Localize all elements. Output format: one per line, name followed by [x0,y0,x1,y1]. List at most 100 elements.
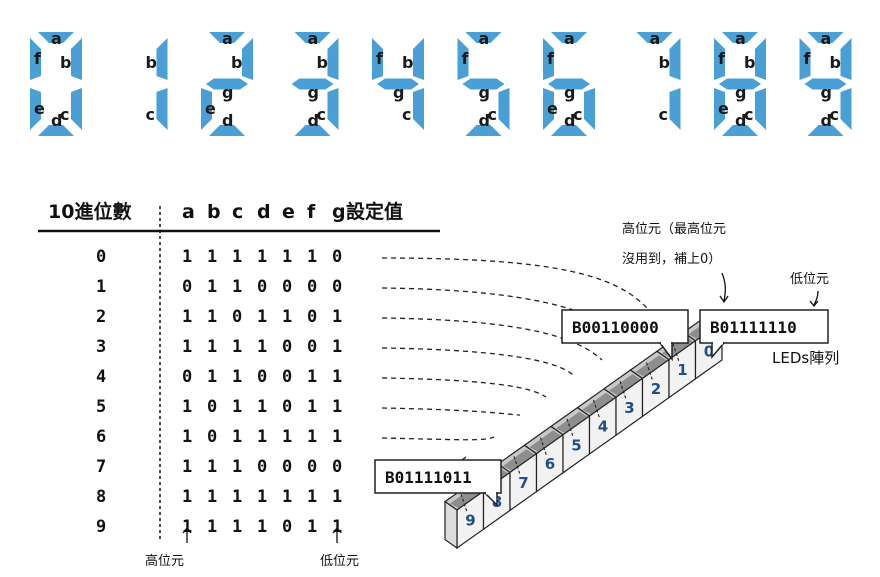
segment-g [548,78,590,90]
segment-label-d: d [564,111,575,130]
row-bit: 1 [332,307,342,327]
row-bit: 1 [182,337,192,357]
segment-label-g: g [479,83,490,102]
high-bit-note-line1: 高位元（最高位元 [622,221,726,237]
row-decimal: 4 [96,367,106,387]
led-box-4: 4 [576,388,618,456]
segment-c [840,88,852,130]
segment-label-b: b [231,53,242,72]
segment-label-b: b [402,53,413,72]
row-bit: 1 [207,277,217,297]
segment-label-a: a [51,29,62,48]
segment-label-c: c [402,105,411,124]
led-box-3: 3 [602,369,644,437]
row-bit: 0 [307,277,317,297]
row-bit: 1 [182,247,192,267]
segment-a [551,32,587,43]
segment-d [551,125,587,136]
led-box-number: 7 [518,474,528,492]
row-bit: 1 [207,487,217,507]
segment-a [636,32,673,43]
segment-label-d: d [479,111,490,130]
row-bit: 1 [182,307,192,327]
high-bit-note-line2: 沒用到，補上0） [622,252,721,267]
segment-d [465,125,502,136]
digit-7: abc [636,29,681,130]
callout-bottom: B01111011 [374,459,502,507]
segment-label-a: a [650,29,661,48]
segment-label-g: g [308,83,319,102]
segment-a [294,32,331,43]
segment-e [543,88,554,130]
segment-d [722,125,758,136]
row-bit: 0 [232,307,242,327]
row-decimal: 2 [96,307,106,327]
callout-left-text: B00110000 [572,318,659,337]
high-bit-label: 高位元 [145,553,184,569]
segment-label-g: g [222,83,233,102]
callout-right: B01111110 [699,309,829,360]
segment-label-d: d [308,111,319,130]
segment-g [206,78,248,90]
led-box-9: 9 [443,482,485,550]
row-bit: 1 [282,247,292,267]
header-value: 設定值 [346,200,403,223]
led-box-number: 2 [651,380,661,398]
segment-label-f: f [547,49,555,68]
bit-mapping-curves [381,257,659,469]
low-bit-label: 低位元 [320,554,359,569]
led-box-number: 9 [465,512,475,530]
row-bit: 1 [332,487,342,507]
segment-c [755,88,766,130]
row-bit: 0 [307,307,317,327]
callout-right-text: B01111110 [710,318,797,337]
row-decimal: 3 [96,337,106,357]
segment-f [799,38,811,80]
high-bit-note-arrow [719,272,729,304]
segment-a [722,32,758,43]
segment-label-d: d [735,111,746,130]
segment-d [209,125,245,136]
header-bit-g: g [332,201,346,223]
row-bit: 1 [307,397,317,417]
segment-label-a: a [735,29,746,48]
segment-g [804,78,847,90]
segment-label-f: f [376,49,384,68]
segment-c [327,88,339,130]
led-box-number: 3 [624,399,634,417]
led-box-7: 7 [496,444,538,512]
segment-c [584,88,595,130]
row-decimal: 6 [96,427,106,447]
header-bit-a: a [182,201,195,223]
row-bit: 0 [307,337,317,357]
segment-label-b: b [317,53,328,72]
row-bit: 1 [332,427,342,447]
segment-label-c: c [830,105,839,124]
row-bit: 1 [332,367,342,387]
segment-label-a: a [222,29,233,48]
segment-label-g: g [564,83,575,102]
header-bit-f: f [307,201,316,223]
segment-label-c: c [60,105,69,124]
row-bit: 1 [257,427,267,447]
row-bit: 1 [332,337,342,357]
segment-b [327,38,339,80]
segment-label-g: g [735,83,746,102]
segment-c [498,88,510,130]
callout-left: B00110000 [561,309,689,362]
segment-f [543,38,554,80]
row-decimal: 5 [96,397,106,417]
led-boxes: 9876543210 [443,312,724,550]
segment-f [30,38,41,80]
segment-b [669,38,681,80]
segment-label-c: c [317,105,326,124]
segment-label-e: e [547,99,558,118]
